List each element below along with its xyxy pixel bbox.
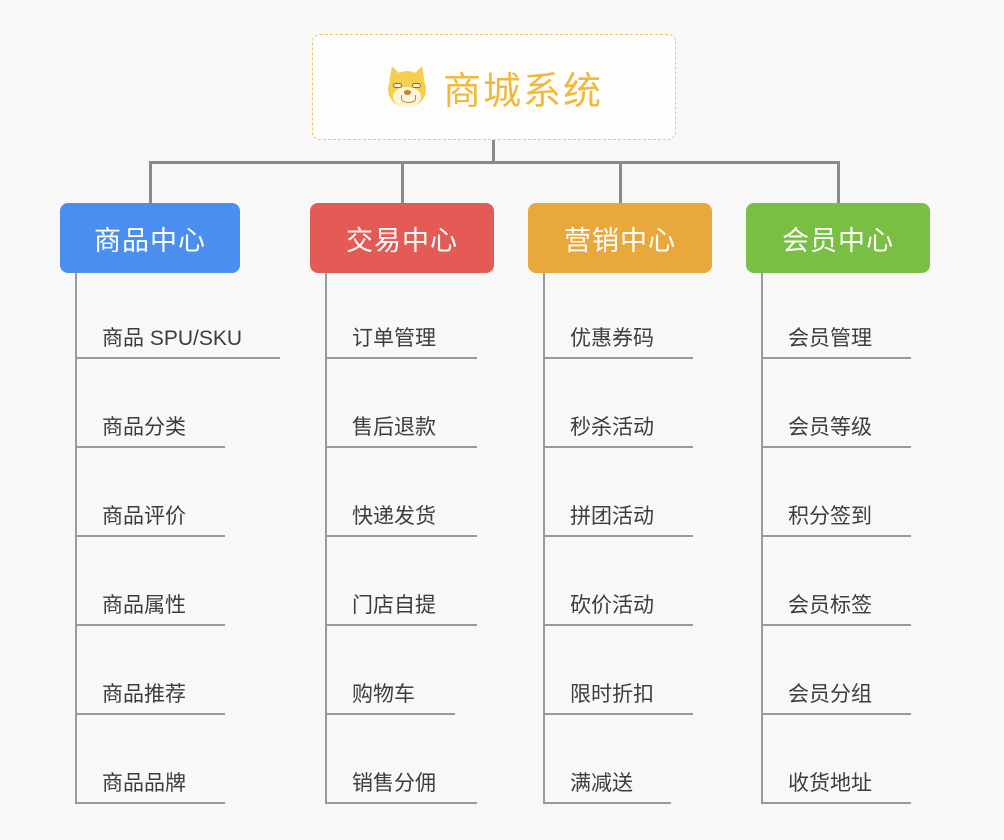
leaf-item-label: 商品 SPU/SKU — [102, 327, 243, 350]
leaf-item[interactable]: 购物车 — [310, 629, 494, 718]
leaf-item[interactable]: 收货地址 — [746, 718, 930, 807]
leaf-item[interactable]: 商品品牌 — [60, 718, 240, 807]
leaf-item-label: 砍价活动 — [570, 594, 654, 617]
connector-trunk — [543, 273, 545, 804]
category-items: 会员管理会员等级积分签到会员标签会员分组收货地址 — [746, 273, 930, 807]
root-node[interactable]: 商城系统 — [312, 34, 676, 140]
leaf-item-label: 商品推荐 — [102, 683, 186, 706]
leaf-item[interactable]: 商品评价 — [60, 451, 240, 540]
leaf-item[interactable]: 门店自提 — [310, 540, 494, 629]
leaf-underline — [761, 713, 911, 715]
leaf-underline — [75, 357, 280, 359]
leaf-item[interactable]: 商品分类 — [60, 362, 240, 451]
leaf-underline — [543, 535, 693, 537]
leaf-underline — [543, 446, 693, 448]
leaf-item[interactable]: 会员标签 — [746, 540, 930, 629]
root-title: 商城系统 — [442, 70, 603, 113]
leaf-item[interactable]: 会员等级 — [746, 362, 930, 451]
leaf-item-label: 商品分类 — [102, 416, 186, 439]
leaf-underline — [325, 713, 455, 715]
leaf-item-label: 拼团活动 — [570, 505, 654, 528]
leaf-underline — [543, 713, 693, 715]
leaf-item-label: 优惠券码 — [570, 327, 654, 350]
leaf-underline — [543, 802, 671, 804]
leaf-underline — [75, 535, 225, 537]
category-header-0[interactable]: 商品中心 — [60, 203, 240, 273]
leaf-underline — [325, 535, 477, 537]
connector-branch-drop-0 — [149, 161, 152, 203]
leaf-underline — [75, 802, 225, 804]
leaf-item[interactable]: 快递发货 — [310, 451, 494, 540]
category-column: 营销中心优惠券码秒杀活动拼团活动砍价活动限时折扣满减送 — [528, 203, 712, 807]
leaf-item-label: 门店自提 — [352, 594, 436, 617]
leaf-item-label: 会员分组 — [788, 683, 872, 706]
leaf-item-label: 售后退款 — [352, 416, 436, 439]
leaf-item[interactable]: 优惠券码 — [528, 273, 712, 362]
category-header-1[interactable]: 交易中心 — [310, 203, 494, 273]
category-items: 订单管理售后退款快递发货门店自提购物车销售分佣 — [310, 273, 494, 807]
connector-trunk — [325, 273, 327, 804]
connector-trunk — [75, 273, 77, 804]
category-header-3[interactable]: 会员中心 — [746, 203, 930, 273]
leaf-item[interactable]: 会员管理 — [746, 273, 930, 362]
leaf-item[interactable]: 积分签到 — [746, 451, 930, 540]
leaf-item-label: 会员标签 — [788, 594, 872, 617]
leaf-item-label: 会员等级 — [788, 416, 872, 439]
connector-branch-drop-2 — [619, 161, 622, 203]
leaf-underline — [325, 802, 477, 804]
leaf-item-label: 商品评价 — [102, 505, 186, 528]
leaf-underline — [75, 713, 225, 715]
leaf-item-label: 销售分佣 — [352, 772, 436, 795]
leaf-item-label: 订单管理 — [352, 327, 436, 350]
leaf-underline — [543, 357, 693, 359]
leaf-item[interactable]: 商品属性 — [60, 540, 240, 629]
leaf-item-label: 购物车 — [352, 683, 415, 706]
leaf-underline — [761, 802, 911, 804]
leaf-item-label: 商品品牌 — [102, 772, 186, 795]
leaf-underline — [75, 446, 225, 448]
leaf-item-label: 会员管理 — [788, 327, 872, 350]
connector-horizontal-bus — [149, 161, 839, 164]
leaf-item[interactable]: 订单管理 — [310, 273, 494, 362]
leaf-item[interactable]: 满减送 — [528, 718, 712, 807]
leaf-underline — [75, 624, 225, 626]
leaf-item-label: 满减送 — [570, 772, 633, 795]
category-column: 会员中心会员管理会员等级积分签到会员标签会员分组收货地址 — [746, 203, 930, 807]
leaf-item-label: 快递发货 — [352, 505, 436, 528]
leaf-item-label: 收货地址 — [788, 772, 872, 795]
leaf-underline — [761, 624, 911, 626]
shiba-inu-icon — [385, 64, 429, 109]
leaf-item[interactable]: 商品推荐 — [60, 629, 240, 718]
category-header-2[interactable]: 营销中心 — [528, 203, 712, 273]
leaf-underline — [761, 535, 911, 537]
category-column: 商品中心商品 SPU/SKU 商品分类商品评价商品属性商品推荐商品品牌 — [60, 203, 280, 807]
connector-root-stem — [492, 140, 495, 163]
leaf-underline — [325, 357, 477, 359]
leaf-item-label: 积分签到 — [788, 505, 872, 528]
leaf-item-label: 商品属性 — [102, 594, 186, 617]
category-column: 交易中心订单管理售后退款快递发货门店自提购物车销售分佣 — [310, 203, 494, 807]
leaf-item[interactable]: 售后退款 — [310, 362, 494, 451]
leaf-item[interactable]: 限时折扣 — [528, 629, 712, 718]
leaf-item[interactable]: 拼团活动 — [528, 451, 712, 540]
connector-branch-drop-1 — [401, 161, 404, 203]
leaf-item[interactable]: 会员分组 — [746, 629, 930, 718]
leaf-underline — [325, 446, 477, 448]
leaf-underline — [761, 446, 911, 448]
leaf-item-label: 限时折扣 — [570, 683, 654, 706]
connector-trunk — [761, 273, 763, 804]
leaf-item[interactable]: 秒杀活动 — [528, 362, 712, 451]
leaf-underline — [325, 624, 477, 626]
leaf-item[interactable]: 砍价活动 — [528, 540, 712, 629]
leaf-underline — [543, 624, 693, 626]
category-items: 商品 SPU/SKU 商品分类商品评价商品属性商品推荐商品品牌 — [60, 273, 280, 807]
leaf-item[interactable]: 销售分佣 — [310, 718, 494, 807]
category-items: 优惠券码秒杀活动拼团活动砍价活动限时折扣满减送 — [528, 273, 712, 807]
leaf-underline — [761, 357, 911, 359]
connector-branch-drop-3 — [837, 161, 840, 203]
leaf-item[interactable]: 商品 SPU/SKU — [60, 273, 280, 362]
leaf-item-label: 秒杀活动 — [570, 416, 654, 439]
